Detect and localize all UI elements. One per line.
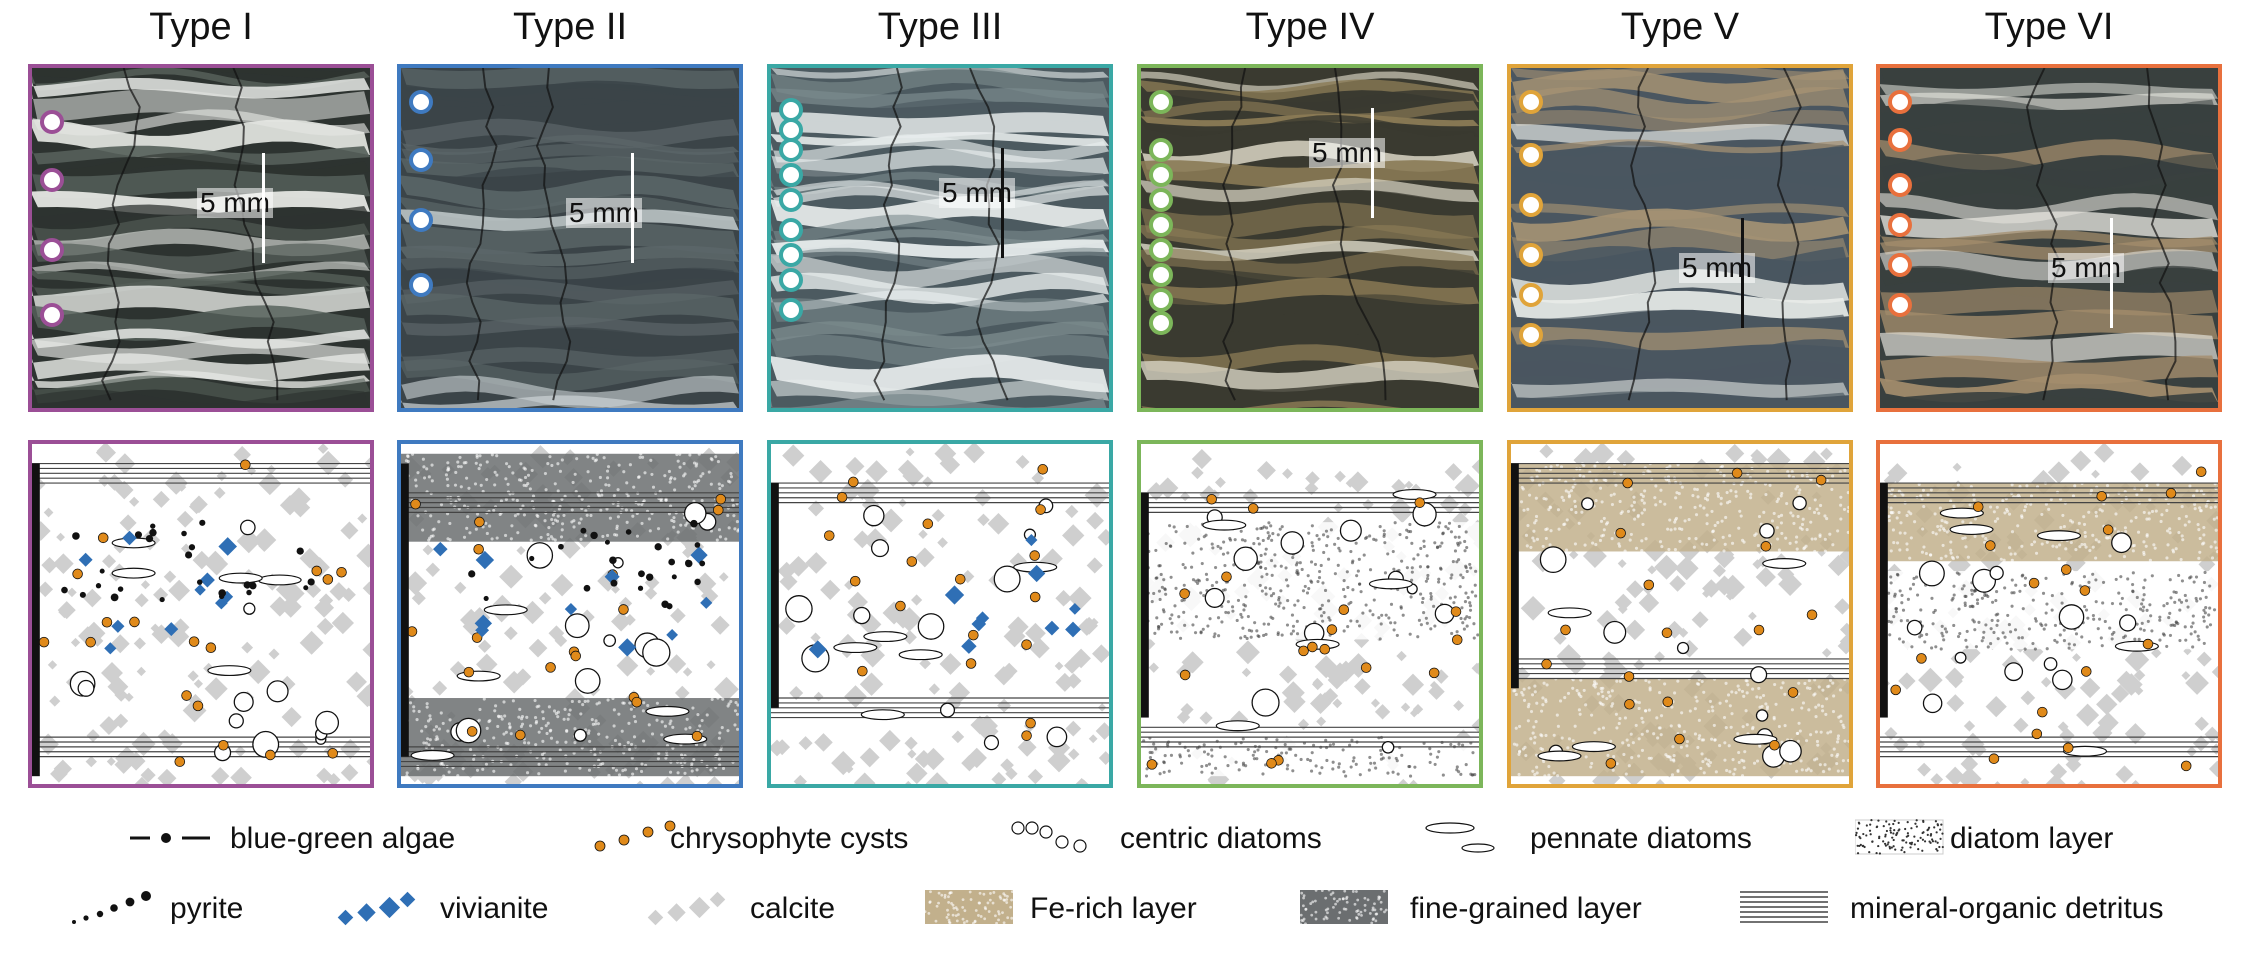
- type-title: Type I: [149, 6, 253, 48]
- parallel-lines-icon: [1740, 891, 1828, 923]
- sample-marker: [1519, 283, 1543, 307]
- legend-label: calcite: [750, 892, 836, 925]
- photo-texture: [1511, 68, 1849, 408]
- schematic-panel: [1507, 440, 1853, 788]
- photo-texture: [401, 68, 739, 408]
- sample-marker: [779, 218, 803, 242]
- photo-texture: [1880, 68, 2218, 408]
- sample-marker: [1149, 90, 1173, 114]
- photo-texture: [771, 68, 1109, 408]
- sample-marker: [1888, 213, 1912, 237]
- legend-label: fine-grained layer: [1410, 892, 1642, 925]
- sample-marker: [779, 243, 803, 267]
- photo-texture: [32, 68, 370, 408]
- scale-bar: [1371, 108, 1374, 218]
- open-ellipses-icon: [1425, 822, 1495, 853]
- sample-marker: [1149, 263, 1173, 287]
- thin-section-photo: 5 mm: [28, 64, 374, 412]
- sample-marker: [409, 90, 433, 114]
- scale-bar-label: 5 mm: [566, 198, 642, 228]
- blue-diamonds-icon: [337, 891, 416, 926]
- scale-bar: [1001, 148, 1004, 258]
- sample-marker: [1149, 311, 1173, 335]
- legend-label: vivianite: [440, 892, 549, 925]
- orange-dots-icon: [594, 820, 676, 852]
- legend-label: pennate diatoms: [1530, 822, 1752, 855]
- sample-marker: [1519, 143, 1543, 167]
- type-title: Type III: [877, 6, 1003, 48]
- type-title: Type II: [512, 6, 628, 48]
- sample-marker: [779, 138, 803, 162]
- dash-dot-line-icon: [130, 833, 210, 843]
- sample-marker: [1519, 323, 1543, 347]
- legend-label: blue-green algae: [230, 822, 456, 855]
- sample-marker: [1888, 90, 1912, 114]
- stipple-swatch-icon: [1855, 819, 1944, 855]
- sample-marker: [40, 238, 64, 262]
- sample-marker: [1888, 173, 1912, 197]
- sample-marker: [1519, 243, 1543, 267]
- sample-marker: [40, 303, 64, 327]
- schematic-panel: [397, 440, 743, 788]
- sample-marker: [779, 163, 803, 187]
- legend-label: mineral-organic detritus: [1850, 892, 2164, 925]
- sample-marker: [409, 148, 433, 172]
- scale-bar: [1741, 218, 1744, 328]
- sample-marker: [40, 168, 64, 192]
- open-circles-icon: [1011, 821, 1087, 853]
- sample-marker: [779, 188, 803, 212]
- schematic-drawing: [1880, 444, 2218, 784]
- sample-marker: [409, 273, 433, 297]
- thin-section-photo: 5 mm: [397, 64, 743, 412]
- scale-bar-label: 5 mm: [197, 188, 273, 218]
- legend-label: centric diatoms: [1120, 822, 1322, 855]
- grey-diamonds-icon: [647, 891, 726, 926]
- sample-marker: [779, 268, 803, 292]
- legend-label: pyrite: [170, 892, 244, 925]
- schematic-panel: [767, 440, 1113, 788]
- sample-marker: [1519, 193, 1543, 217]
- black-dots-icon: [72, 891, 151, 924]
- sample-marker: [1888, 128, 1912, 152]
- schematic-drawing: [771, 444, 1109, 784]
- thin-section-photo: 5 mm: [1876, 64, 2222, 412]
- schematic-panel: [1876, 440, 2222, 788]
- schematic-drawing: [32, 444, 370, 784]
- schematic-drawing: [1141, 448, 1479, 784]
- sample-marker: [1149, 288, 1173, 312]
- sample-marker: [1149, 163, 1173, 187]
- sample-marker: [779, 298, 803, 322]
- scale-bar: [631, 153, 634, 263]
- schematic-panel: [1137, 440, 1483, 788]
- sample-marker: [1888, 293, 1912, 317]
- schematic-drawing: [1511, 444, 1849, 784]
- thin-section-photo: 5 mm: [1507, 64, 1853, 412]
- schematic-drawing: [401, 445, 739, 784]
- type-title: Type V: [1620, 6, 1740, 48]
- scale-bar: [262, 153, 265, 263]
- sample-marker: [1888, 253, 1912, 277]
- sample-marker: [409, 208, 433, 232]
- sample-marker: [1149, 238, 1173, 262]
- tan-swatch-icon: [925, 890, 1014, 925]
- thin-section-photo: 5 mm: [767, 64, 1113, 412]
- scale-bar: [2110, 218, 2113, 328]
- sample-marker: [1519, 90, 1543, 114]
- type-title: Type IV: [1245, 6, 1375, 48]
- sample-marker: [1149, 138, 1173, 162]
- legend-label: Fe-rich layer: [1030, 892, 1197, 925]
- photo-texture: [1141, 68, 1479, 408]
- sample-marker: [1149, 213, 1173, 237]
- type-title: Type VI: [1984, 6, 2114, 48]
- dark-grey-swatch-icon: [1300, 888, 1388, 926]
- sample-marker: [1149, 188, 1173, 212]
- thin-section-photo: 5 mm: [1137, 64, 1483, 412]
- schematic-panel: [28, 440, 374, 788]
- legend-label: diatom layer: [1950, 822, 2114, 855]
- sample-marker: [40, 110, 64, 134]
- legend-label: chrysophyte cysts: [670, 822, 909, 855]
